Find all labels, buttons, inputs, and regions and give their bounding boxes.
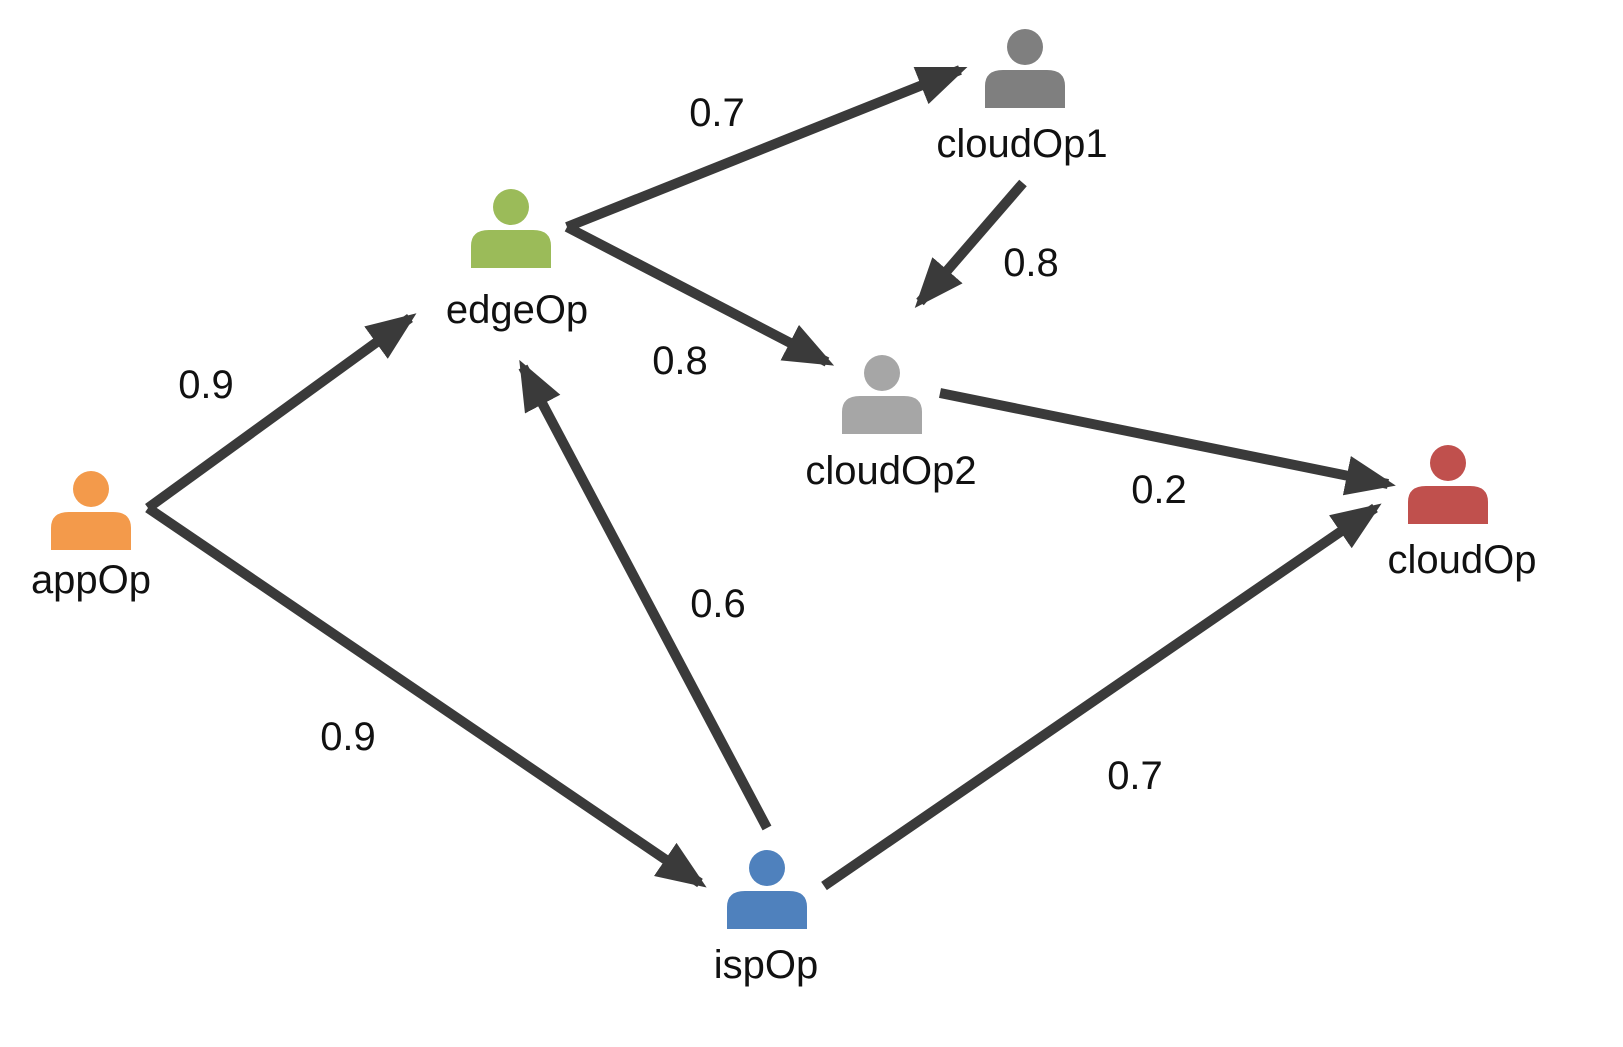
node-cloudOp2: cloudOp2: [805, 355, 977, 493]
node-label-cloudOp: cloudOp: [1388, 538, 1537, 582]
edge-weight-appOp-to-edgeOp: 0.9: [178, 363, 234, 407]
person-body-shape: [471, 230, 551, 268]
node-cloudOp1: cloudOp1: [936, 29, 1108, 166]
edge-ispOp-to-edgeOp-arrow: [518, 359, 772, 831]
person-icon: [1408, 445, 1488, 524]
edge-weight-edgeOp-to-cloudOp2: 0.8: [652, 339, 708, 383]
edge-edgeOp-to-cloudOp1-arrow: [565, 65, 968, 232]
edge-edgeOp-to-cloudOp2-arrow: [564, 222, 835, 367]
node-label-appOp: appOp: [31, 558, 151, 602]
node-label-edgeOp: edgeOp: [446, 288, 588, 332]
person-icon: [985, 29, 1065, 108]
edge-ispOp-to-cloudOp-arrow: [821, 503, 1382, 891]
person-icon: [727, 850, 807, 929]
person-head-shape: [749, 850, 785, 886]
edge-weight-cloudOp2-to-cloudOp: 0.2: [1131, 468, 1187, 512]
node-label-cloudOp1: cloudOp1: [936, 122, 1107, 166]
node-label-cloudOp2: cloudOp2: [805, 449, 976, 493]
edge-appOp-to-ispOp-arrow: [145, 503, 707, 888]
person-icon: [842, 355, 922, 434]
edge-weight-cloudOp1-to-cloudOp2: 0.8: [1003, 241, 1059, 285]
person-head-shape: [73, 471, 109, 507]
person-body-shape: [727, 891, 807, 929]
person-body-shape: [985, 70, 1065, 108]
node-ispOp: ispOp: [714, 850, 819, 987]
edge-cloudOp2-to-cloudOp-arrow: [939, 388, 1396, 496]
person-icon: [471, 189, 551, 268]
node-edgeOp: edgeOp: [446, 189, 588, 332]
node-label-ispOp: ispOp: [714, 943, 819, 987]
person-icon: [51, 471, 131, 550]
node-appOp: appOp: [31, 471, 151, 602]
person-head-shape: [1007, 29, 1043, 65]
edge-appOp-to-edgeOp-arrow: [145, 313, 417, 513]
person-head-shape: [864, 355, 900, 391]
node-cloudOp: cloudOp: [1388, 445, 1537, 582]
person-body-shape: [842, 396, 922, 434]
edge-cloudOp1-to-cloudOp2-arrow: [914, 179, 1027, 309]
edge-weight-ispOp-to-edgeOp: 0.6: [690, 582, 746, 626]
edge-weight-ispOp-to-cloudOp: 0.7: [1107, 754, 1163, 798]
edge-weight-edgeOp-to-cloudOp1: 0.7: [689, 91, 745, 135]
edge-weight-appOp-to-ispOp: 0.9: [320, 715, 376, 759]
weights-layer: 0.9 0.9 0.7 0.8 0.8 0.2 0.6 0.7: [178, 91, 1187, 798]
person-head-shape: [493, 189, 529, 225]
nodes-layer: appOp edgeOp cloudOp1 cloudOp2 cloudOp ispOp: [31, 29, 1537, 987]
person-head-shape: [1430, 445, 1466, 481]
edges-layer: [145, 65, 1396, 891]
person-body-shape: [51, 512, 131, 550]
person-body-shape: [1408, 486, 1488, 524]
